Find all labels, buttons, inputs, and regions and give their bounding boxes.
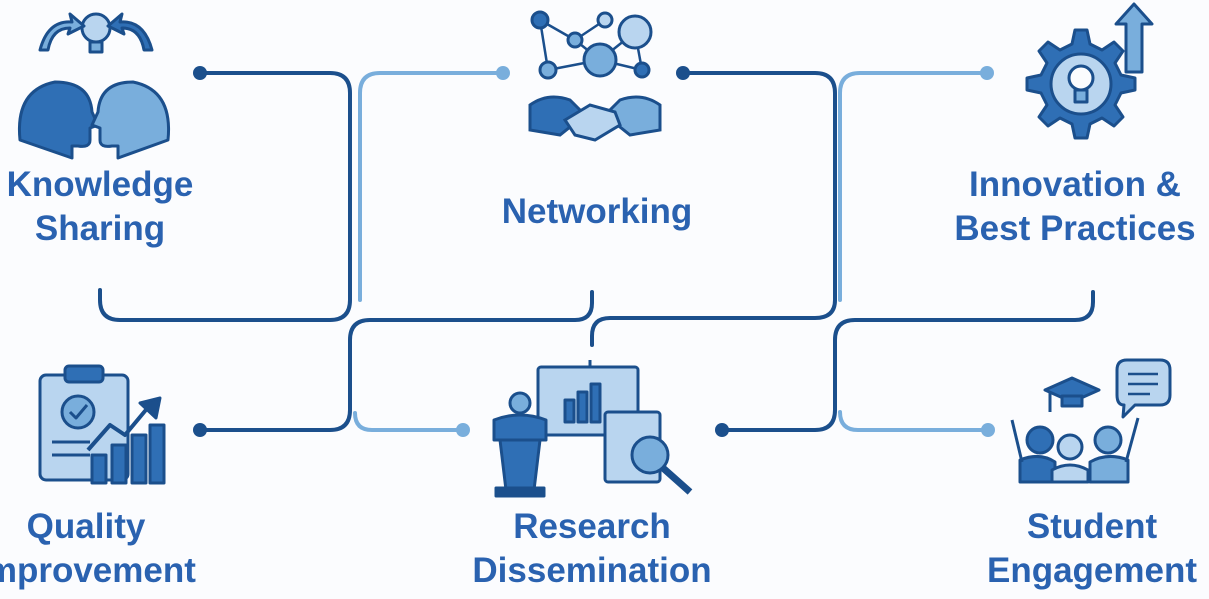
- research-dissemination-icon: [492, 360, 693, 498]
- knowledge-sharing-icon: [17, 12, 171, 160]
- dot-networking-right: [676, 66, 690, 80]
- connector-quality-to-research-light: [353, 411, 465, 432]
- label-quality-improvement: Quality Improvement: [0, 507, 196, 590]
- connector-knowledge-to-networking-dark: [98, 71, 352, 322]
- connector-networking-to-innovation-light: [838, 71, 987, 302]
- label-research-dissemination: Research Dissemination: [472, 507, 712, 590]
- dot-research-right: [715, 423, 729, 437]
- connector-knowledge-to-networking-light: [358, 71, 505, 302]
- dot-research-left: [456, 423, 470, 437]
- connector-research-to-student-light: [838, 410, 990, 432]
- connector-research-to-student-dark: [720, 290, 1095, 432]
- dot-student: [981, 423, 995, 437]
- dot-networking-left: [496, 66, 510, 80]
- label-student-engagement: Student Engagement: [986, 507, 1198, 590]
- connector-networking-to-innovation-dark: [590, 71, 837, 347]
- label-innovation-best-practices: Innovation & Best Practices: [954, 165, 1196, 248]
- student-engagement-icon: [1010, 358, 1172, 484]
- dot-quality: [193, 423, 207, 437]
- connectors: [98, 71, 1095, 432]
- connector-dots: [193, 66, 995, 437]
- label-networking: Networking: [501, 192, 693, 231]
- innovation-icon: [1025, 2, 1154, 140]
- quality-improvement-icon: [38, 364, 166, 485]
- networking-icon: [528, 10, 662, 142]
- label-knowledge-sharing: Knowledge Sharing: [6, 165, 194, 248]
- connector-quality-to-research-dark: [198, 290, 594, 432]
- dot-knowledge: [193, 66, 207, 80]
- dot-innovation: [980, 66, 994, 80]
